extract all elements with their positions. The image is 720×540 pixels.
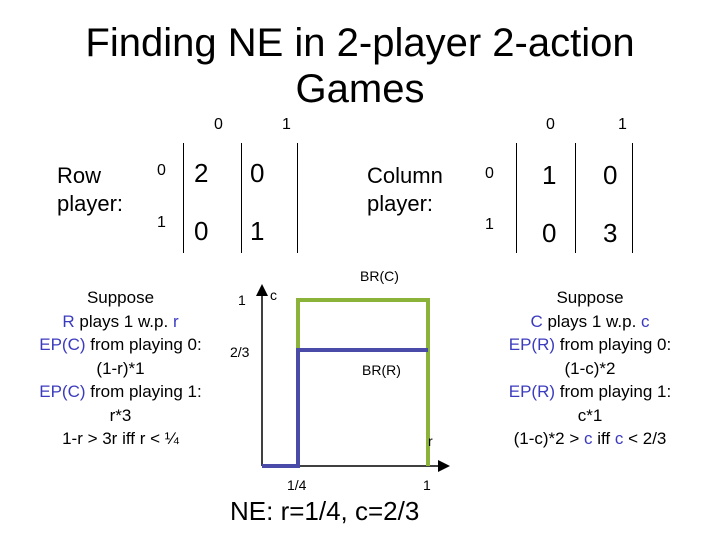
nash-equilibrium-text: NE: r=1/4, c=2/3: [230, 496, 420, 526]
row-analysis-line-1: Suppose: [86, 288, 155, 307]
col-analysis-line-5: EP(R) from playing 1:: [508, 382, 672, 401]
col-cell-0-0: 1: [542, 160, 557, 190]
col-matrix-right-bracket: [632, 143, 633, 253]
row-row-header-1: 1: [157, 214, 166, 231]
col-matrix-left-bracket: [516, 143, 517, 253]
c-axis-label: c: [270, 287, 277, 303]
column-player-label: Column player:: [367, 163, 443, 216]
br-c-curve: [296, 298, 430, 466]
br-r-curve: [262, 348, 428, 468]
col-row-header-1: 1: [485, 216, 494, 233]
col-analysis-line-7: (1-c)*2 > c iff c < 2/3: [513, 429, 667, 448]
col-col-header-1: 1: [618, 116, 627, 133]
row-matrix-left-bracket: [183, 143, 184, 253]
row-cell-0-1: 0: [250, 158, 265, 188]
row-matrix-right-bracket: [297, 143, 298, 253]
c-axis-tick-2-3: 2/3: [230, 344, 250, 360]
row-analysis-text: Suppose R plays 1 w.p. r EP(C) from play…: [18, 286, 223, 451]
col-analysis-line-3: EP(R) from playing 0:: [508, 335, 672, 354]
row-player-label: Row player:: [57, 163, 124, 216]
col-analysis-line-6: c*1: [577, 405, 603, 425]
col-cell-1-0: 0: [542, 218, 557, 248]
col-analysis-line-4: (1-c)*2: [564, 358, 616, 378]
col-matrix-divider: [575, 143, 576, 253]
row-cell-1-0: 0: [194, 216, 209, 246]
r-axis-label: r: [428, 433, 433, 449]
row-col-header-1: 1: [282, 116, 291, 133]
row-analysis-line-3: EP(C) from playing 0:: [39, 335, 202, 354]
col-cell-1-1: 3: [603, 218, 618, 248]
row-cell-0-0: 2: [194, 158, 209, 188]
row-matrix-divider: [241, 143, 242, 253]
r-axis-tick-1-4: 1/4: [287, 477, 307, 493]
col-analysis-line-2: C plays 1 w.p. c: [530, 311, 650, 331]
col-row-header-0: 0: [485, 165, 494, 182]
row-analysis-line-7: 1-r > 3r iff r < ¼: [62, 429, 179, 448]
col-analysis-text: Suppose C plays 1 w.p. c EP(R) from play…: [480, 286, 700, 451]
page-title: Finding NE in 2-player 2-action Games: [85, 21, 635, 111]
col-col-header-0: 0: [546, 116, 555, 133]
br-c-label: BR(C): [360, 268, 399, 284]
br-r-label: BR(R): [362, 362, 401, 378]
row-analysis-line-6: r*3: [109, 405, 132, 425]
row-row-header-0: 0: [157, 162, 166, 179]
c-axis-tick-1: 1: [238, 292, 246, 308]
row-analysis-line-2: R plays 1 w.p. r: [62, 311, 179, 331]
r-axis-tick-1: 1: [423, 477, 431, 493]
row-col-header-0: 0: [214, 116, 223, 133]
row-cell-1-1: 1: [250, 216, 265, 246]
row-analysis-line-5: EP(C) from playing 1:: [39, 382, 202, 401]
row-analysis-line-4: (1-r)*1: [96, 358, 145, 378]
col-analysis-line-1: Suppose: [556, 288, 624, 307]
col-cell-0-1: 0: [603, 160, 618, 190]
